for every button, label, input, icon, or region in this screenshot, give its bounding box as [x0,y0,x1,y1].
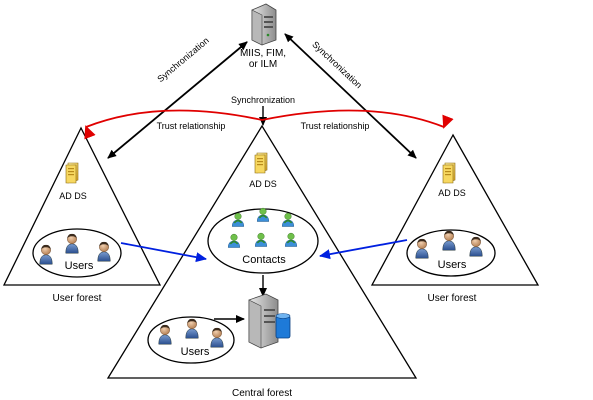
trust-arc-right [261,109,454,129]
contacts-label: Contacts [242,254,286,266]
central-ad-folder-icon [254,152,268,174]
trust-label-right: Trust relationship [301,121,370,131]
sync-label-center: Synchronization [231,95,295,105]
left-ad-label: AD DS [59,191,87,201]
sync-arrow-right [284,33,417,159]
sync-label-left: Synchronization [155,35,210,84]
directory-server-icon [248,293,291,349]
right-ad-label: AD DS [438,188,466,198]
central-forest-label: Central forest [232,388,292,399]
contact-arrow-right [319,239,408,260]
right-users-label: Users [438,259,467,271]
central-ad-label: AD DS [249,179,277,189]
right-ad-folder-icon [442,162,456,184]
contact-arrow-left [120,242,207,263]
central-users-label: Users [181,346,210,358]
server-icon [251,3,277,46]
left-forest-label: User forest [53,293,102,304]
trust-arc-left [84,109,263,140]
sync-arrow-left [107,41,248,159]
trust-label-left: Trust relationship [157,121,226,131]
server-label-line-2: or ILM [249,59,277,70]
right-forest-label: User forest [428,293,477,304]
left-ad-folder-icon [65,162,79,184]
server-label-line-1: MIIS, FIM, [240,48,286,59]
left-users-label: Users [65,260,94,272]
